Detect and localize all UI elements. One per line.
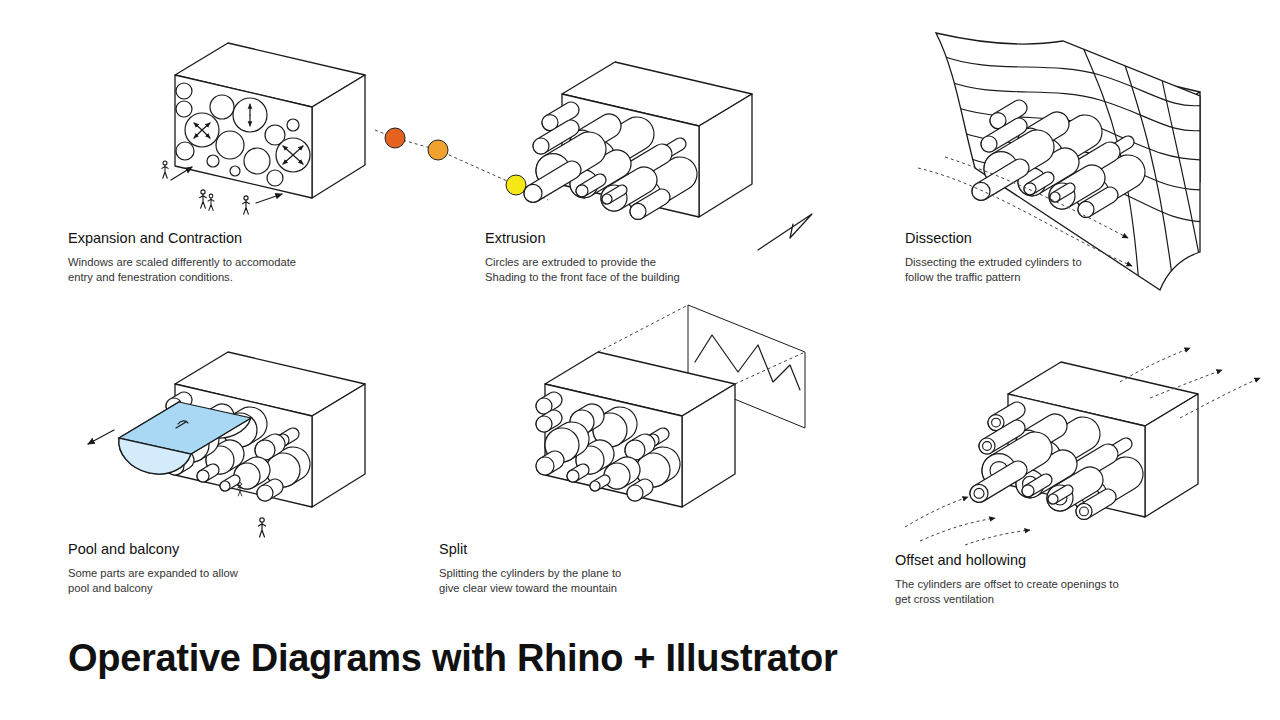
label-slot: Pool and balcony (68, 540, 398, 558)
label-slot: Offset and hollowing (895, 551, 1225, 569)
traffic-arrows (918, 157, 1132, 266)
building-block (175, 43, 365, 198)
label-slot: Circles are extruded to provide the Shad… (485, 255, 690, 285)
step-heading: Expansion and Contraction (68, 229, 398, 247)
cut-surface (936, 33, 1200, 290)
step-heading: Extrusion (485, 229, 785, 247)
step-description: Windows are scaled differently to accomo… (68, 255, 318, 285)
north-symbol (758, 214, 812, 250)
split-panel (536, 305, 805, 507)
pool-section (119, 438, 191, 474)
ventilation-arrows (905, 348, 1260, 545)
view-arrow (88, 430, 114, 444)
pool-body (119, 402, 251, 474)
step-heading: Dissection (905, 229, 1205, 247)
label-slot: Dissection (905, 229, 1205, 247)
sun-path (375, 128, 548, 200)
page-title: Operative Diagrams with Rhino + Illustra… (68, 636, 837, 680)
label-slot: Splitting the cylinders by the plane to … (439, 566, 639, 596)
expansion-panel (175, 43, 365, 198)
title-slot: Operative Diagrams with Rhino + Illustra… (68, 636, 837, 680)
step-description: Some parts are expanded to allow pool an… (68, 566, 250, 596)
dissected-cylinders (972, 108, 1128, 217)
label-slot: Extrusion (485, 229, 785, 247)
step-heading: Offset and hollowing (895, 551, 1225, 569)
step-heading: Pool and balcony (68, 540, 398, 558)
person (259, 518, 266, 537)
step-description: Dissecting the extruded cylinders to fol… (905, 255, 1091, 285)
scale-arrows (194, 104, 303, 164)
label-slot: Split (439, 540, 739, 558)
step-heading: Split (439, 540, 739, 558)
step-description: The cylinders are offset to create openi… (895, 577, 1135, 607)
step-description: Splitting the cylinders by the plane to … (439, 566, 639, 596)
extruded-cylinders (524, 110, 680, 219)
person (238, 482, 243, 495)
label-slot: Windows are scaled differently to accomo… (68, 255, 318, 285)
hollow-cylinders (970, 410, 1126, 519)
pool-panel (88, 352, 365, 537)
label-slot: The cylinders are offset to create openi… (895, 577, 1135, 607)
label-slot: Expansion and Contraction (68, 229, 398, 247)
label-slot: Some parts are expanded to allow pool an… (68, 566, 250, 596)
window-circles (176, 83, 310, 186)
step-description: Circles are extruded to provide the Shad… (485, 255, 690, 285)
split-cylinders (536, 398, 670, 501)
offset-panel (905, 348, 1260, 545)
swimmer (176, 421, 188, 428)
label-slot: Dissecting the extruded cylinders to fol… (905, 255, 1091, 285)
people (162, 161, 282, 214)
extrusion-panel (524, 62, 752, 219)
